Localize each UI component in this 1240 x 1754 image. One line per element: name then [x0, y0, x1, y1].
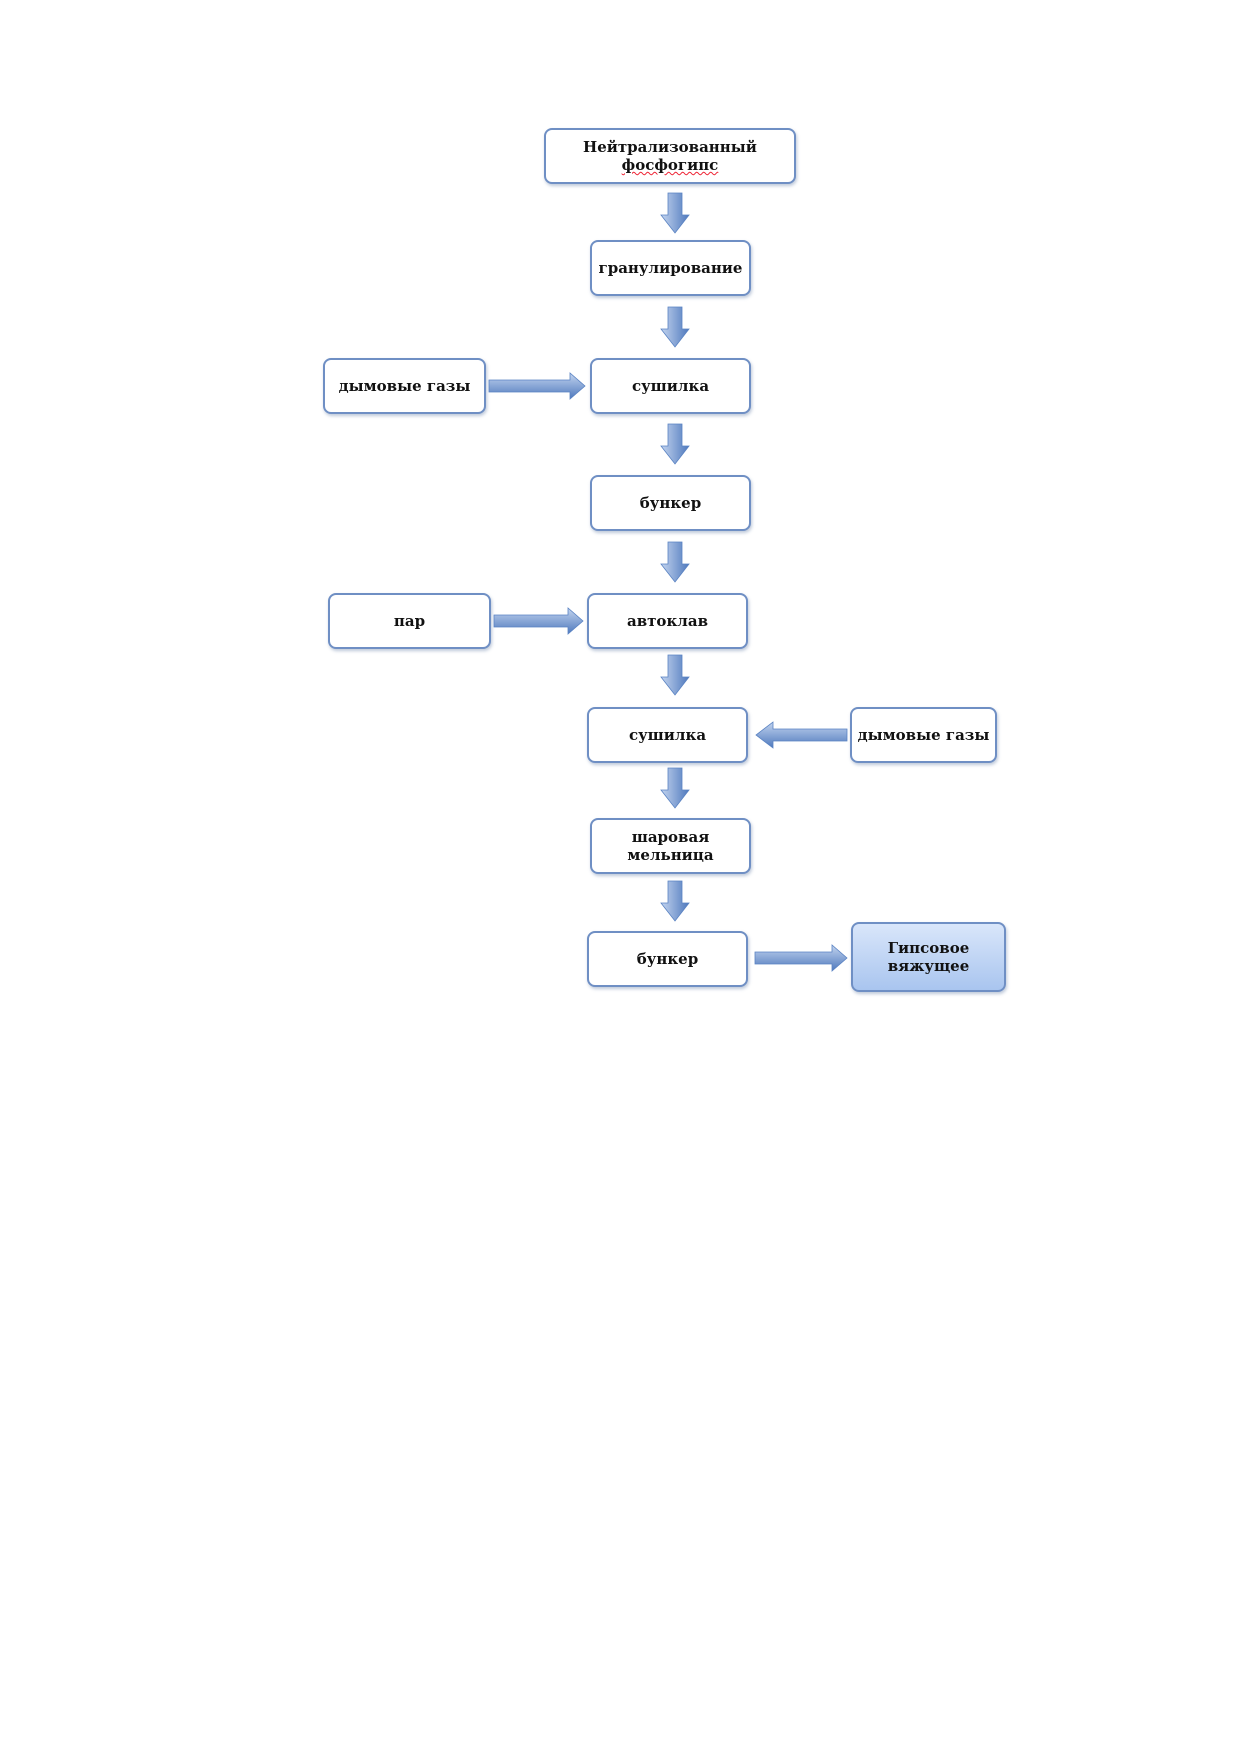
arrow-down-icon — [660, 192, 690, 234]
node-flue-gas-left: дымовые газы — [323, 358, 486, 414]
node-flue-gas-right: дымовые газы — [850, 707, 997, 763]
node-label: дымовые газы — [857, 726, 990, 744]
node-bunker-2: бункер — [587, 931, 748, 987]
node-autoclave: автоклав — [587, 593, 748, 649]
arrow-down-icon — [660, 654, 690, 696]
node-dryer-1: сушилка — [590, 358, 751, 414]
node-label: бункер — [639, 494, 702, 512]
node-label: автоклав — [627, 612, 708, 630]
node-label: бункер — [636, 950, 699, 968]
arrow-down-icon — [660, 306, 690, 348]
node-label: пар — [393, 612, 426, 630]
node-label: дымовые газы — [338, 377, 471, 395]
node-label: Гипсовое вяжущее — [887, 939, 970, 975]
node-ball-mill: шаровая мельница — [590, 818, 751, 874]
arrow-down-icon — [660, 880, 690, 922]
node-dryer-2: сушилка — [587, 707, 748, 763]
node-steam: пар — [328, 593, 491, 649]
arrow-right-icon — [754, 944, 848, 972]
arrow-down-icon — [660, 423, 690, 465]
node-label: сушилка — [631, 377, 710, 395]
node-gypsum-binder: Гипсовое вяжущее — [851, 922, 1006, 992]
node-label: гранулирование — [598, 259, 743, 277]
node-bunker-1: бункер — [590, 475, 751, 531]
node-label: сушилка — [628, 726, 707, 744]
node-label: шаровая мельница — [627, 828, 714, 864]
node-granulation: гранулирование — [590, 240, 751, 296]
arrow-down-icon — [660, 767, 690, 809]
arrow-right-icon — [493, 607, 584, 635]
arrow-right-icon — [488, 372, 586, 400]
arrow-left-icon — [755, 721, 848, 749]
arrow-down-icon — [660, 541, 690, 583]
